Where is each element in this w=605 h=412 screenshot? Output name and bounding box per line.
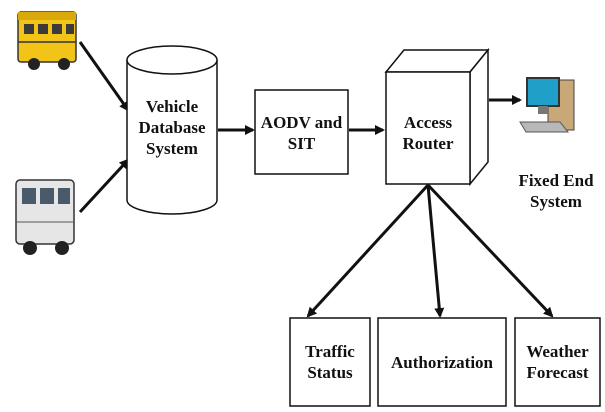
access-router-cube (384, 47, 490, 187)
desktop-computer-icon (519, 77, 575, 133)
weather-forecast-box (514, 317, 601, 407)
vehicle-database-label: Vehicle Database System (138, 97, 206, 158)
arrow-router-to-authorization (426, 184, 445, 318)
fixed-end-system-label: Fixed End System (518, 171, 594, 211)
aodv-sit-label: AODV and SIT (260, 113, 343, 153)
authorization-box (377, 317, 507, 407)
arrow-router-to-traffic (306, 183, 430, 318)
arrow-van-to-database (78, 158, 130, 214)
school-bus-icon (17, 11, 77, 70)
van-icon (15, 179, 75, 255)
authorization-label: Authorization (391, 353, 493, 372)
arrow-router-to-weather (426, 183, 554, 318)
traffic-status-box (289, 317, 371, 407)
arrow-bus-to-database (78, 41, 130, 112)
weather-forecast-label: Weather Forecast (526, 342, 589, 382)
traffic-status-label: Traffic Status (305, 342, 355, 382)
aodv-sit-box (254, 89, 349, 175)
access-router-label: Access Router (402, 113, 454, 153)
vehicle-database-cylinder (126, 45, 218, 215)
